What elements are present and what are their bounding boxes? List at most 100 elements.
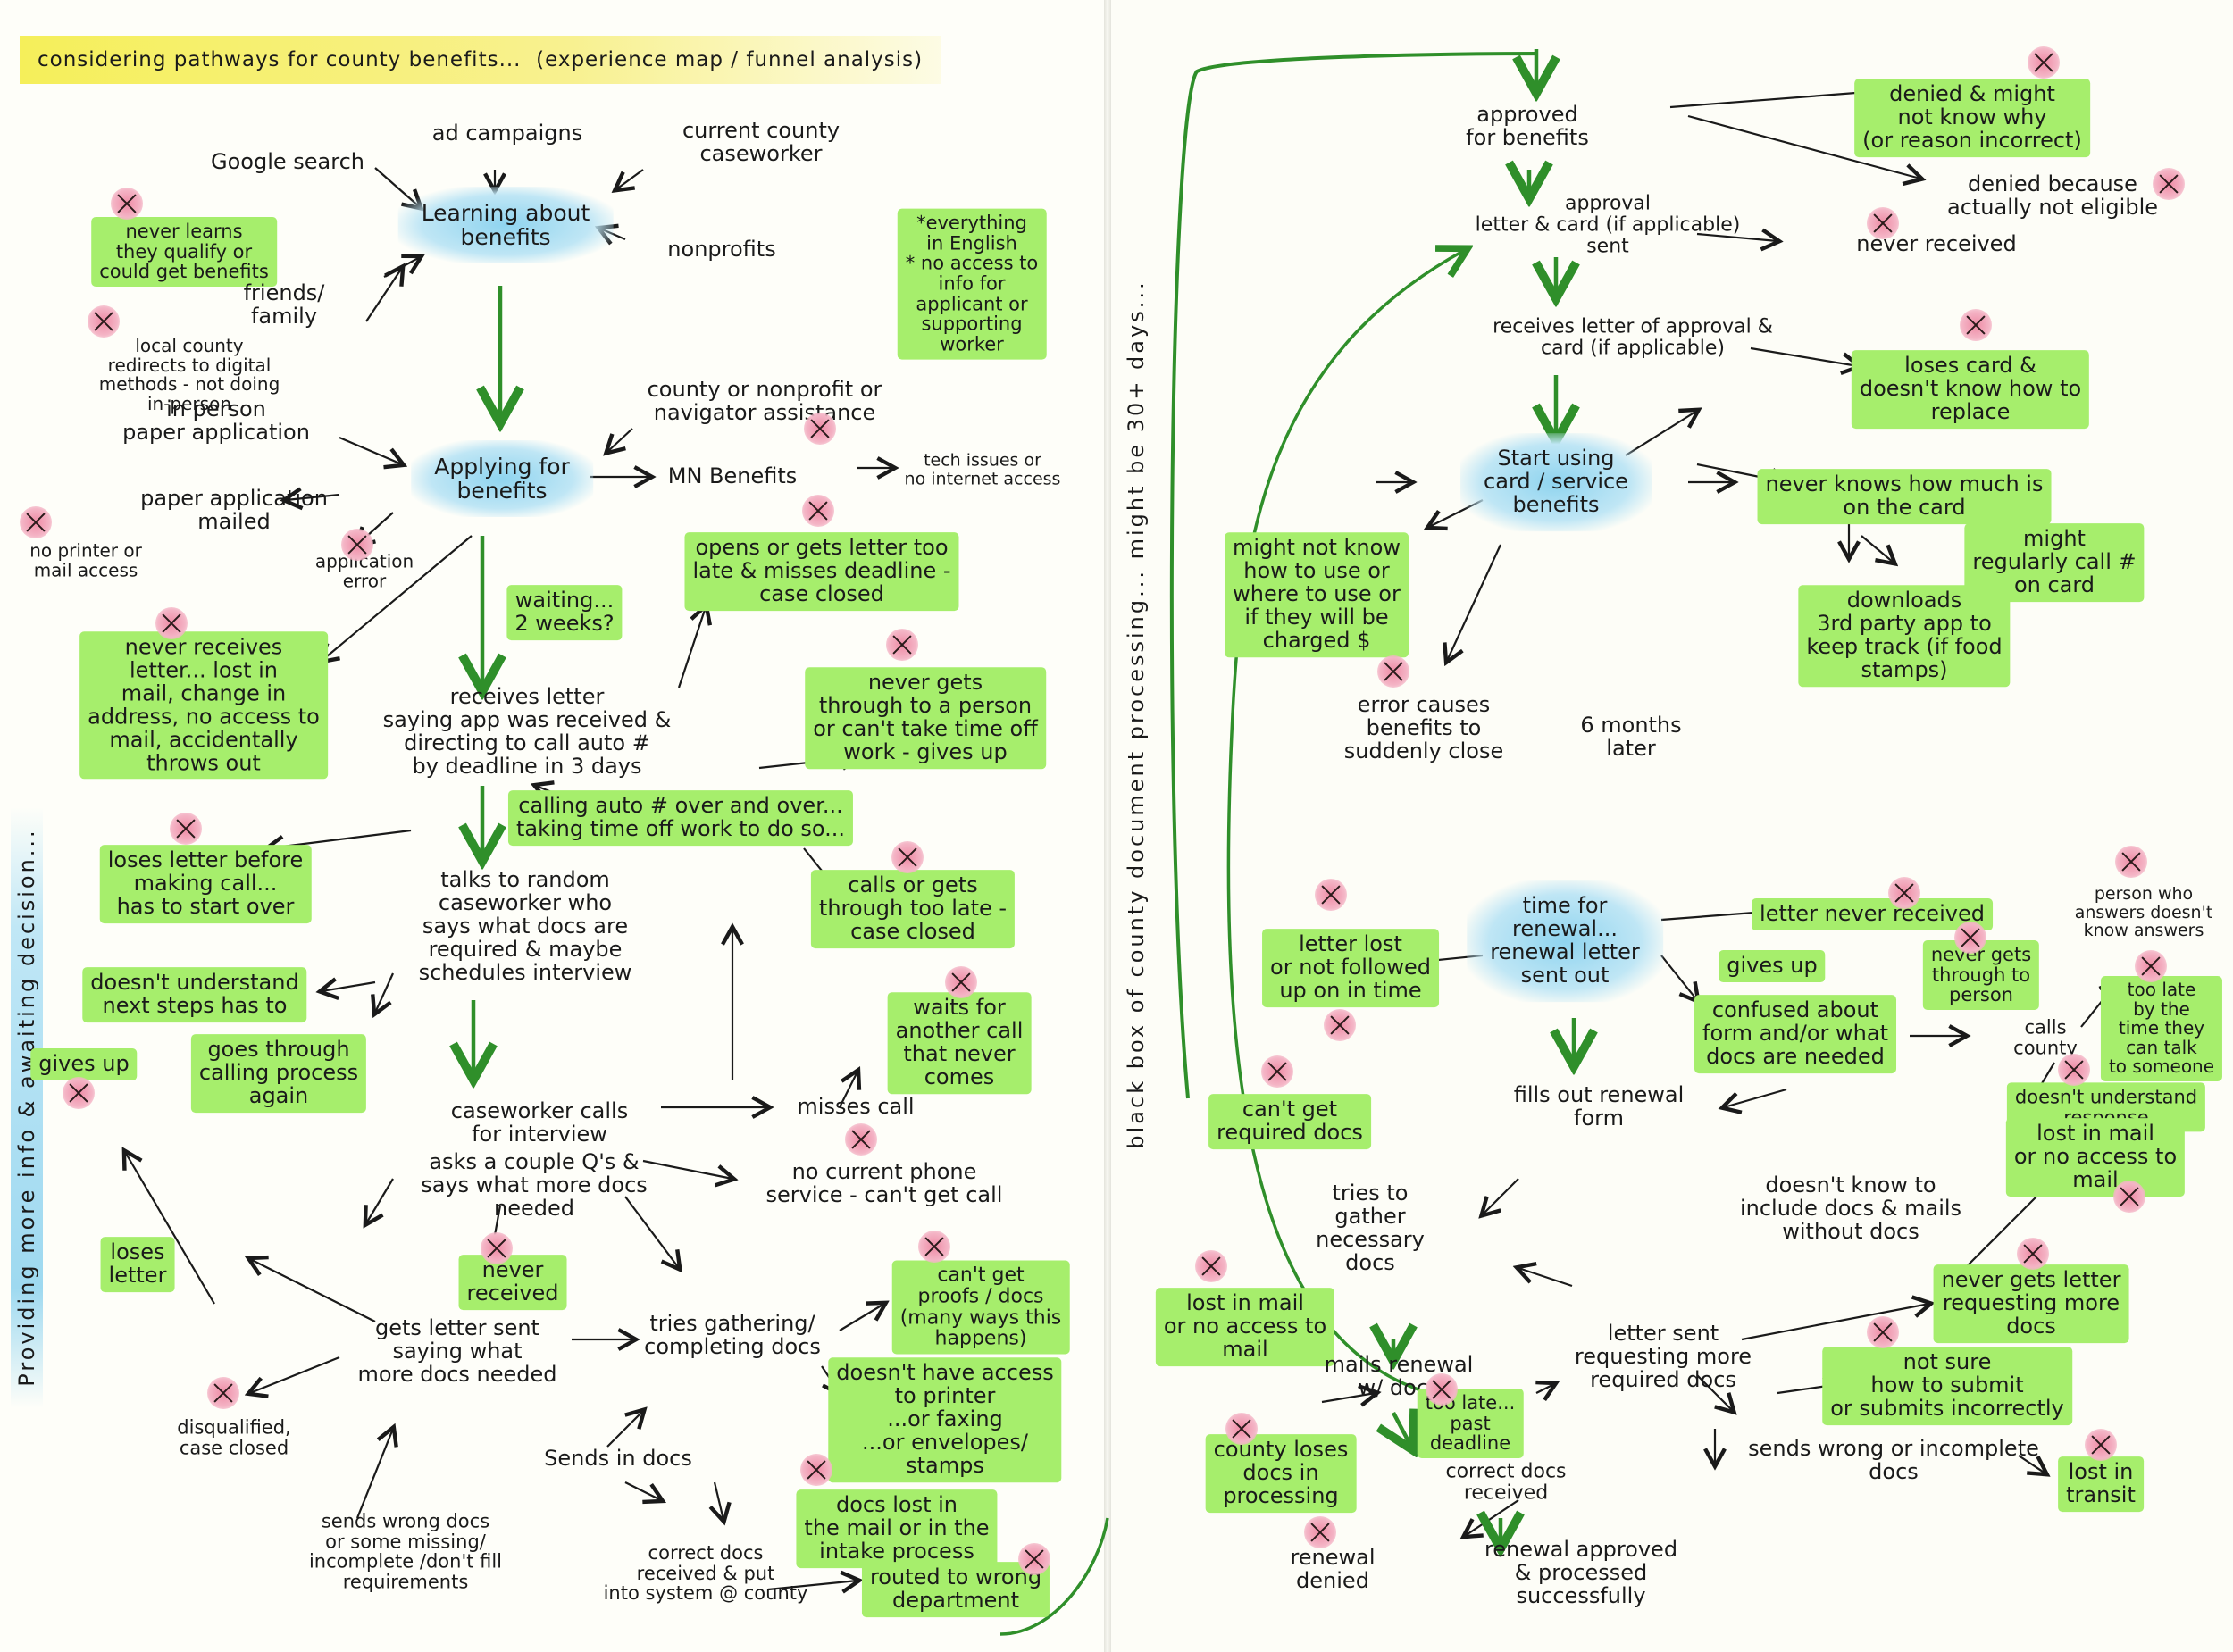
node-never-receives-letter: never receives letter... lost in mail, c… bbox=[79, 631, 328, 780]
node-in-person-paper: in person paper application bbox=[122, 396, 310, 445]
failure-x-icon bbox=[481, 1232, 513, 1264]
node-correct-docs-right: correct docs received bbox=[1445, 1460, 1567, 1504]
node-no-access-printer: doesn't have access to printer ...or fax… bbox=[828, 1357, 1062, 1482]
failure-x-icon bbox=[20, 506, 52, 538]
failure-x-icon bbox=[88, 305, 120, 338]
node-tries-to-gather: tries to gather necessary docs bbox=[1316, 1181, 1425, 1275]
node-error-causes-close: error causes benefits to suddenly close bbox=[1343, 692, 1504, 763]
node-county-loses-docs: county loses docs in processing bbox=[1205, 1434, 1357, 1513]
branch-arrow bbox=[355, 1429, 393, 1519]
branch-arrow bbox=[1687, 114, 1920, 179]
node-denied-might-not-know: denied & might not know why (or reason i… bbox=[1854, 79, 2090, 157]
node-no-phone-service: no current phone service - can't get cal… bbox=[765, 1159, 1003, 1207]
node-never-received-left: never received bbox=[458, 1255, 567, 1310]
node-person-answers: person who answers doesn't know answers bbox=[2074, 884, 2213, 941]
failure-x-icon bbox=[1261, 1055, 1293, 1088]
failure-x-icon bbox=[341, 529, 373, 561]
node-lost-in-mail-right: lost in mail or no access to mail bbox=[2005, 1118, 2186, 1197]
branch-arrow bbox=[365, 268, 402, 322]
node-renewal-denied: renewal denied bbox=[1290, 1545, 1376, 1593]
node-start-using: Start using card / service benefits bbox=[1460, 433, 1652, 531]
node-paper-mailed: paper application mailed bbox=[140, 486, 328, 534]
main-flow-arrow bbox=[1393, 1413, 1411, 1447]
failure-x-icon bbox=[2135, 950, 2167, 982]
failure-x-icon bbox=[2085, 1429, 2117, 1461]
map-title: considering pathways for county benefits… bbox=[20, 36, 941, 84]
branch-arrow bbox=[1536, 1384, 1554, 1393]
node-letter-lost: letter lost or not followed up on in tim… bbox=[1262, 929, 1439, 1007]
node-six-months: 6 months later bbox=[1580, 713, 1682, 761]
branch-arrow bbox=[286, 495, 340, 500]
node-goes-through-again: goes through calling process again bbox=[190, 1034, 367, 1113]
node-current-caseworker: current county caseworker bbox=[682, 118, 841, 166]
node-talks-to-caseworker: talks to random caseworker who says what… bbox=[418, 867, 632, 985]
failure-x-icon bbox=[800, 1454, 832, 1486]
node-receives-letter-approval: receives letter of approval & card (if a… bbox=[1493, 315, 1773, 359]
node-letter-sent-docs: gets letter sent saying what more docs n… bbox=[357, 1315, 557, 1387]
failure-x-icon bbox=[2153, 168, 2185, 200]
branch-arrow bbox=[1696, 1374, 1733, 1411]
failure-x-icon bbox=[1960, 309, 1992, 341]
node-docs-lost-intake: docs lost in the mail or in the intake p… bbox=[796, 1489, 998, 1568]
branch-arrow bbox=[250, 1259, 376, 1322]
failure-x-icon bbox=[2113, 1181, 2145, 1213]
node-downloads-app: downloads 3rd party app to keep track (i… bbox=[1798, 585, 2011, 687]
node-loses-letter-before: loses letter before making call... has t… bbox=[99, 845, 312, 923]
branch-arrow bbox=[322, 982, 376, 991]
node-no-printer: no printer or mail access bbox=[29, 539, 142, 580]
failure-x-icon bbox=[1888, 877, 1920, 909]
failure-x-icon bbox=[1324, 1009, 1356, 1041]
renewal-loop-line bbox=[1169, 51, 1538, 1099]
node-ad-campaigns: ad campaigns bbox=[431, 121, 583, 146]
node-sends-wrong-incomplete: sends wrong or incomplete docs bbox=[1748, 1436, 2039, 1484]
node-local-county: local county redirects to digital method… bbox=[98, 334, 280, 414]
node-mails-renewal: mails renewal w/ docs bbox=[1324, 1352, 1474, 1400]
branch-arrow bbox=[1696, 234, 1777, 241]
failure-x-icon bbox=[170, 813, 202, 845]
branch-arrow bbox=[715, 1481, 723, 1520]
failure-x-icon bbox=[945, 966, 977, 998]
failure-x-icon bbox=[918, 1231, 950, 1263]
node-never-received-right: never received bbox=[1856, 231, 2017, 257]
node-friends-family: friends/ family bbox=[243, 280, 325, 329]
branch-arrow bbox=[607, 428, 633, 452]
failure-x-icon bbox=[207, 1377, 239, 1409]
node-cant-get-docs: can't get required docs bbox=[1208, 1094, 1371, 1149]
node-never-gets-person-right: never gets through to person bbox=[1922, 939, 2040, 1011]
node-calls-too-late: calls or gets through too late - case cl… bbox=[810, 870, 1016, 948]
node-routed-wrong-dept: routed to wrong department bbox=[861, 1562, 1050, 1617]
branch-arrow bbox=[339, 436, 402, 464]
branch-arrow bbox=[624, 1196, 679, 1268]
node-loses-letter: loses letter bbox=[100, 1237, 175, 1292]
node-receives-letter: receives letter saying app was received … bbox=[382, 684, 672, 779]
node-calls-county: calls county bbox=[2013, 1016, 2078, 1058]
node-letter-requesting: letter sent requesting more required doc… bbox=[1574, 1321, 1752, 1392]
node-gives-up-right: gives up bbox=[1719, 950, 1826, 982]
node-lost-in-transit: lost in transit bbox=[2058, 1456, 2144, 1512]
branch-arrow bbox=[642, 1159, 732, 1179]
branch-arrow bbox=[839, 1304, 884, 1331]
branch-arrow bbox=[1660, 955, 1697, 1000]
node-english-note: *everything in English * no access to in… bbox=[897, 208, 1047, 360]
failure-x-icon bbox=[155, 607, 188, 639]
failure-x-icon bbox=[2028, 46, 2060, 79]
failure-x-icon bbox=[1867, 1316, 1899, 1348]
node-nonprofits: nonprofits bbox=[667, 237, 776, 263]
branch-arrow bbox=[366, 1178, 394, 1223]
branch-arrow bbox=[1724, 1088, 1787, 1107]
failure-x-icon bbox=[2115, 846, 2147, 878]
branch-arrow bbox=[624, 1481, 661, 1500]
node-county-nonprofit-assist: county or nonprofit or navigator assista… bbox=[647, 377, 882, 425]
branch-arrow bbox=[125, 1152, 215, 1305]
failure-x-icon bbox=[1195, 1250, 1227, 1282]
branch-arrow bbox=[250, 1356, 340, 1393]
node-disqualified: disqualified, case closed bbox=[177, 1416, 291, 1458]
node-tech-issues: tech issues or no internet access bbox=[904, 450, 1061, 488]
node-tries-gathering: tries gathering/ completing docs bbox=[644, 1311, 821, 1359]
branch-arrow bbox=[375, 972, 395, 1013]
failure-x-icon bbox=[1954, 922, 1986, 954]
middle-side-note: black box of county document processing.… bbox=[1124, 280, 1149, 1149]
node-cant-get-proofs: can't get proofs / docs (many ways this … bbox=[891, 1260, 1070, 1355]
failure-x-icon bbox=[1225, 1413, 1258, 1445]
node-renewal-approved: renewal approved & processed successfull… bbox=[1484, 1537, 1678, 1608]
